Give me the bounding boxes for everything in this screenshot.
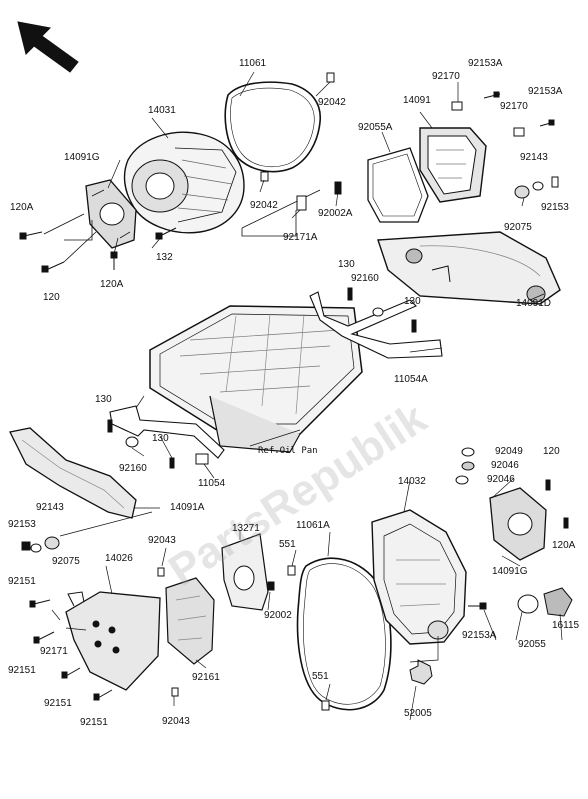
part-label: 13271	[232, 523, 260, 534]
part-label: 92043	[148, 535, 176, 546]
part-label: 130	[152, 433, 169, 444]
top-cover	[419, 127, 487, 203]
part-label: 92055A	[358, 122, 393, 133]
part-label: 92042	[318, 97, 346, 108]
part-label: 92161	[192, 672, 220, 683]
part-label: 92049	[495, 446, 523, 457]
part-label: 92170	[432, 71, 460, 82]
part-label: 92046	[491, 460, 519, 471]
clutch-cover	[371, 509, 467, 645]
grommet-92160	[372, 307, 384, 317]
part-label: 551	[279, 539, 296, 550]
clutch-damper-92161	[165, 577, 215, 665]
grommet	[296, 195, 307, 211]
plug-52005	[409, 659, 433, 685]
part-label: 551	[312, 671, 329, 682]
part-label: 92043	[162, 716, 190, 727]
generator-cover-gasket	[224, 81, 321, 173]
part-label: 92143	[520, 152, 548, 163]
oil-filler-cap-16115	[543, 587, 573, 617]
part-label: 11061A	[296, 520, 330, 531]
part-label: 92151	[8, 576, 36, 587]
sprocket-cover-right	[489, 487, 547, 561]
part-label: 92153A	[462, 630, 497, 641]
part-label: 92055	[518, 639, 546, 650]
part-label: 92151	[44, 698, 72, 709]
part-label: 92151	[8, 665, 36, 676]
part-label: 120A	[10, 202, 34, 213]
lower-long-cover	[9, 427, 137, 519]
part-label: 92153A	[528, 86, 563, 97]
part-label: 92002	[264, 610, 292, 621]
long-side-cover	[377, 231, 561, 305]
reference-note: Ref.Oil Pan	[258, 446, 318, 456]
part-label: 132	[156, 252, 173, 263]
part-label: 130	[95, 394, 112, 405]
part-label: 14091D	[516, 298, 552, 309]
bracket-11054A	[309, 291, 443, 359]
o-ring-92055	[517, 594, 539, 614]
lower-front-cover	[65, 591, 161, 691]
dowel-pin	[326, 72, 335, 83]
part-label: 130	[404, 296, 421, 307]
bolt-92153	[551, 176, 559, 188]
part-label: 92153A	[468, 58, 503, 69]
bracket-11054	[109, 405, 225, 459]
part-label: 92160	[119, 463, 147, 474]
plate-13271	[221, 533, 269, 611]
part-label: 11061	[239, 58, 267, 69]
bolt-92153	[21, 541, 31, 551]
part-label: 14091	[403, 95, 431, 106]
part-label: 14026	[105, 553, 133, 564]
part-label: 92171A	[283, 232, 318, 243]
washer-92143	[532, 181, 544, 191]
part-label: 120A	[100, 279, 124, 290]
part-label: 11054	[198, 478, 226, 489]
part-label: 92075	[504, 222, 532, 233]
part-label: 92160	[351, 273, 379, 284]
direction-arrow-icon	[17, 21, 79, 73]
sprocket-cover-small	[85, 179, 137, 249]
part-label: 92153	[541, 202, 569, 213]
part-label: 120	[43, 292, 60, 303]
part-label: 11054A	[394, 374, 428, 385]
part-label: 92002A	[318, 208, 353, 219]
part-label: 120	[543, 446, 560, 457]
grommet-92170	[513, 127, 525, 137]
bolts-left	[19, 227, 177, 273]
part-label: 14091G	[492, 566, 528, 577]
part-label: 92143	[36, 502, 64, 513]
grommet-92170	[451, 101, 463, 111]
part-label: 14091G	[64, 152, 100, 163]
dowel-pin	[260, 171, 269, 182]
grommet	[195, 453, 209, 465]
part-label: 14031	[148, 105, 176, 116]
part-label: 52005	[404, 708, 432, 719]
part-label: 92171	[40, 646, 68, 657]
part-label: 120A	[552, 540, 576, 551]
generator-cover	[123, 131, 245, 234]
part-label: 92153	[8, 519, 36, 530]
part-label: 92170	[500, 101, 528, 112]
clutch-cover-gasket	[296, 557, 392, 711]
part-label: 14091A	[170, 502, 205, 513]
damper-92075	[514, 185, 530, 199]
part-label: 14032	[398, 476, 426, 487]
part-label: 92042	[250, 200, 278, 211]
top-cover-gasket	[367, 147, 429, 223]
part-label: 130	[338, 259, 355, 270]
part-label: 92075	[52, 556, 80, 567]
part-label: 92046	[487, 474, 515, 485]
oil-pan	[149, 305, 363, 453]
part-label: 92151	[80, 717, 108, 728]
part-label: 16115	[552, 620, 580, 631]
